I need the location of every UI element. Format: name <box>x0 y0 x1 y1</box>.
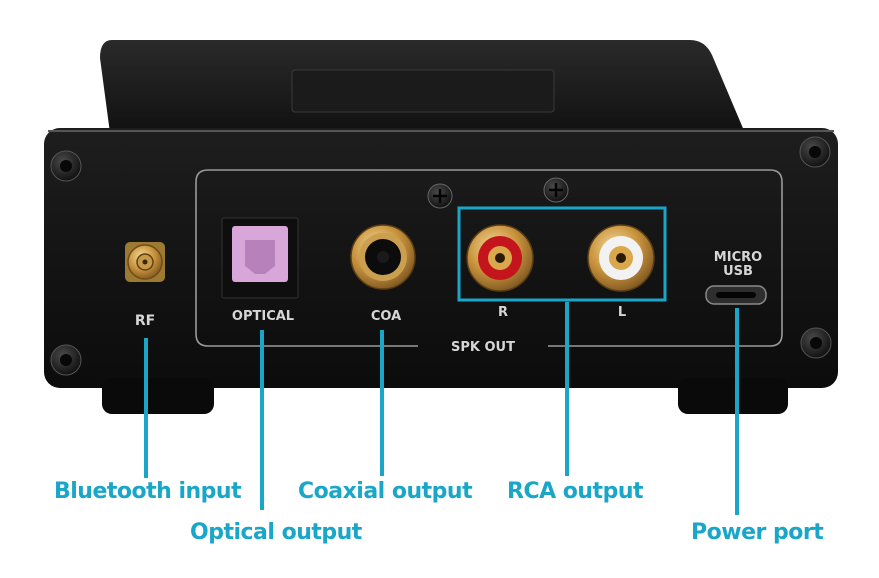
optical-label: OPTICAL <box>232 309 294 324</box>
rca-jack-right <box>466 224 534 292</box>
rca-output-callout: RCA output <box>507 479 644 504</box>
coaxial-jack <box>350 224 416 290</box>
rca-jack-left <box>587 224 655 292</box>
screw-mid-left <box>427 183 453 209</box>
screw-top-right <box>799 136 831 168</box>
rca-highlight-box <box>457 206 667 302</box>
rf-label: RF <box>135 313 155 329</box>
rf-connector <box>125 242 165 282</box>
optical-output-callout: Optical output <box>190 520 362 545</box>
spk-out-label: SPK OUT <box>451 340 515 355</box>
optical-port <box>221 217 299 299</box>
chassis-front <box>44 128 838 388</box>
bluetooth-input-callout: Bluetooth input <box>54 479 242 504</box>
foot-left <box>102 378 214 414</box>
top-emblem <box>291 69 555 113</box>
r-label: R <box>498 305 508 320</box>
screw-bottom-right <box>800 327 832 359</box>
screw-top-left <box>50 150 82 182</box>
micro-label: MICRO <box>714 250 762 265</box>
screw-mid-right <box>543 177 569 203</box>
screw-bottom-left <box>50 344 82 376</box>
foot-right <box>678 378 788 414</box>
l-label: L <box>618 305 626 320</box>
coaxial-output-callout: Coaxial output <box>298 479 473 504</box>
usb-label: USB <box>723 264 753 279</box>
power-port-callout: Power port <box>691 520 824 545</box>
coa-label: COA <box>371 309 401 324</box>
micro-usb-port <box>705 285 767 305</box>
panel-frame <box>195 169 783 347</box>
